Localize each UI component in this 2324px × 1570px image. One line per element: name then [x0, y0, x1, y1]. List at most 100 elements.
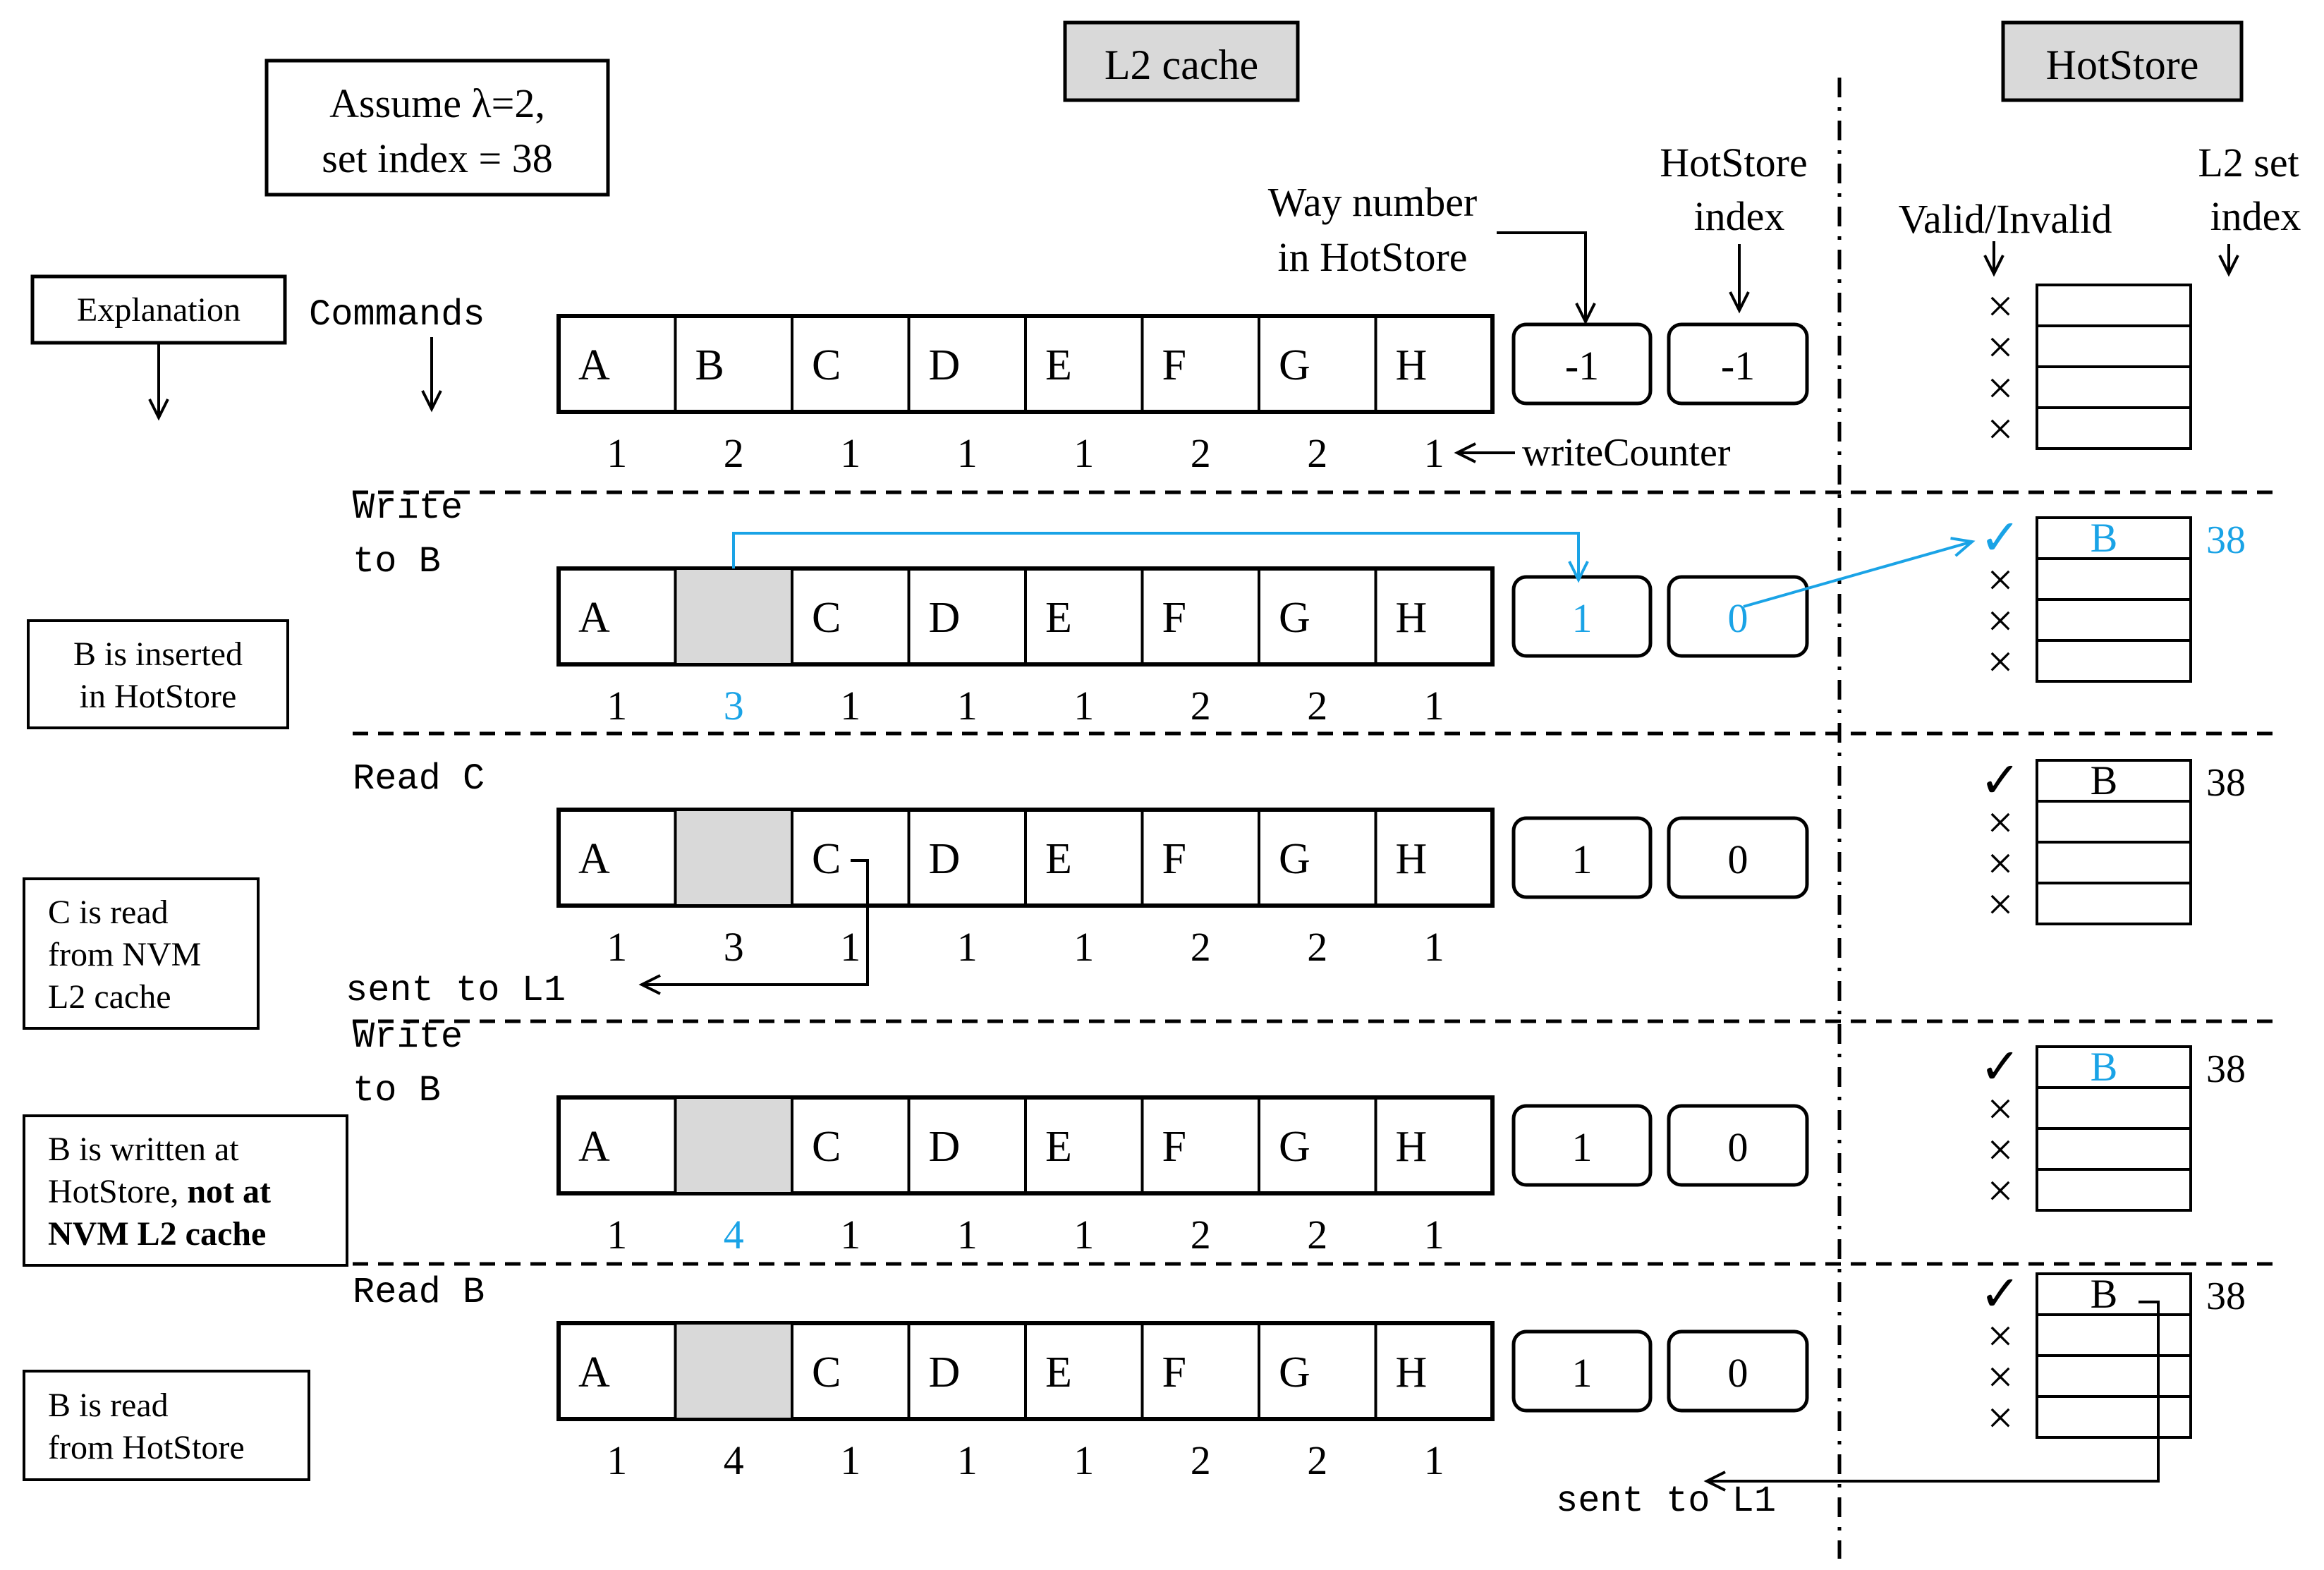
row-5-read-b-arrow-head: [1703, 1471, 1726, 1492]
row-2-way-to-hotstore-arrow-head: [1568, 561, 1589, 583]
row-4-hotstore-entry-2: [2036, 1086, 2192, 1130]
row-4-counter-G: 2: [1307, 1212, 1327, 1258]
row-4-way-F-cell: [1140, 1096, 1260, 1195]
row-1-way-A-label: A: [578, 341, 610, 389]
row-2-hotstore-entry-2: [2036, 557, 2192, 601]
row-4-way-H-cell: [1374, 1096, 1494, 1195]
row-2-way-F-label: F: [1162, 594, 1186, 642]
explanation-label: Explanation: [77, 291, 241, 329]
row-5-way-D-label: D: [929, 1349, 961, 1396]
row-2-counter-F: 2: [1191, 683, 1211, 729]
row-2-counter-C: 1: [840, 683, 860, 729]
row-4-way-B-cell: [674, 1096, 793, 1195]
row-1-counter-E: 1: [1073, 430, 1094, 476]
row-1-counter-G: 2: [1307, 430, 1327, 476]
row-5-counter-H: 1: [1424, 1437, 1444, 1483]
row-4-valid-mark-1: ✓: [1980, 1040, 2021, 1095]
row-4-way-number-box: [1511, 1104, 1653, 1187]
row-5-way-C-label: C: [812, 1349, 841, 1396]
row-2-way-H-label: H: [1396, 594, 1428, 642]
row-3-counter-G: 2: [1307, 924, 1327, 970]
row-2-hotstore-index-value: 0: [1728, 595, 1748, 641]
row-3-way-C-label: C: [812, 835, 841, 883]
row-2-way-to-hotstore-arrow: [732, 532, 1580, 580]
row-1-counter-D: 1: [957, 430, 978, 476]
row-5-counter-D: 1: [957, 1437, 978, 1483]
row-5-command-1: Read B: [353, 1272, 485, 1313]
row-3-valid-mark-1: ✓: [1980, 754, 2021, 808]
valid-invalid-arrow-head: [1983, 255, 2004, 277]
row-5-way-number-box: [1511, 1329, 1653, 1413]
row-1-way-H-label: H: [1396, 341, 1428, 389]
l2-cache-header: [1063, 20, 1300, 102]
way-number-arrow-head: [1575, 303, 1596, 325]
row-4-invalid-mark-4: ×: [1987, 1165, 2013, 1217]
row-2-hotstore-entry-4: [2036, 639, 2192, 683]
row-1-invalid-mark-1: ×: [1987, 281, 2013, 332]
row-2-command-2: to B: [353, 541, 441, 583]
row-1-way-B-label: B: [695, 341, 724, 389]
commands-arrow-head: [421, 390, 442, 413]
row-1-way-G-cell: [1258, 315, 1377, 413]
row-3-hotstore-index-box: [1667, 816, 1809, 899]
row-5-way-H-label: H: [1396, 1349, 1428, 1396]
row-2-explanation-line-1: B is inserted: [73, 635, 243, 673]
row-2-invalid-mark-3: ×: [1987, 595, 2013, 647]
row-3-way-A-label: A: [578, 835, 610, 883]
row-1-hotstore-entry-1: [2036, 284, 2192, 327]
row-3-way-F-cell: [1140, 808, 1260, 907]
row-3-counter-C: 1: [840, 924, 860, 970]
row-5-counter-B: 4: [724, 1437, 744, 1483]
row-5-way-number-value: 1: [1572, 1350, 1593, 1396]
row-3-way-E-cell: [1024, 808, 1144, 907]
row-4-way-C-label: C: [812, 1123, 841, 1171]
row-1-hotstore-index-value: -1: [1721, 343, 1755, 389]
row-2-way-H-cell: [1374, 567, 1494, 666]
row-4-counter-D: 1: [957, 1212, 978, 1258]
row-5-invalid-mark-2: ×: [1987, 1310, 2013, 1362]
row-3-way-A-cell: [557, 808, 677, 907]
row-3-read-c-arrow-head: [638, 974, 661, 995]
row-4-explanation-line-1: B is written at: [48, 1131, 239, 1168]
row-1-hotstore-entry-2: [2036, 324, 2192, 368]
hotstore-title: HotStore: [2046, 42, 2199, 88]
row-3-invalid-mark-3: ×: [1987, 838, 2013, 889]
row-1-way-F-cell: [1140, 315, 1260, 413]
row-4-counter-B: 4: [724, 1212, 744, 1258]
row-3-counter-D: 1: [957, 924, 978, 970]
row-1-way-B-cell: [674, 315, 793, 413]
row-1-invalid-mark-2: ×: [1987, 322, 2013, 373]
row-3-hotstore-index-value: 0: [1728, 836, 1748, 882]
write-counter-label: writeCounter: [1522, 431, 1731, 475]
row-1-counter-B: 2: [724, 430, 744, 476]
row-4-way-E-label: E: [1045, 1123, 1072, 1171]
row-2-invalid-mark-4: ×: [1987, 636, 2013, 688]
row-5-l2-set-index-value: 38: [2206, 1274, 2246, 1318]
l2-set-index-label-2: index: [2210, 193, 2301, 239]
row-1-way-D-label: D: [929, 341, 961, 389]
row-1-way-number-value: -1: [1565, 343, 1599, 389]
row-1-counter-H: 1: [1424, 430, 1444, 476]
hotstore-header: [2001, 20, 2244, 102]
row-2-way-C-label: C: [812, 594, 841, 642]
row-2-l2-set-index-value: 38: [2206, 518, 2246, 562]
row-2-way-D-cell: [907, 567, 1027, 666]
hotstore-index-arrow-head: [1729, 291, 1750, 314]
row-3-hotstore-entry-4: [2036, 882, 2192, 925]
row-3-explanation-line-1: C is read: [48, 894, 169, 931]
row-4-way-D-label: D: [929, 1123, 961, 1171]
row-4-way-G-label: G: [1279, 1123, 1310, 1171]
row-3-way-H-label: H: [1396, 835, 1428, 883]
row-3-way-F-label: F: [1162, 835, 1186, 883]
row-4-hotstore-entry-tag: B: [2091, 1044, 2118, 1090]
row-4-hotstore-entry-4: [2036, 1168, 2192, 1212]
row-4-explanation-line-3: NVM L2 cache: [48, 1215, 266, 1253]
row-2-explanation-box: [27, 619, 289, 729]
row-3-hotstore-entry-2: [2036, 800, 2192, 844]
row-4-counter-F: 2: [1191, 1212, 1211, 1258]
row-2-counter-D: 1: [957, 683, 978, 729]
row-1-invalid-mark-3: ×: [1987, 363, 2013, 414]
row-2-hotstore-entry-tag: B: [2091, 515, 2118, 561]
